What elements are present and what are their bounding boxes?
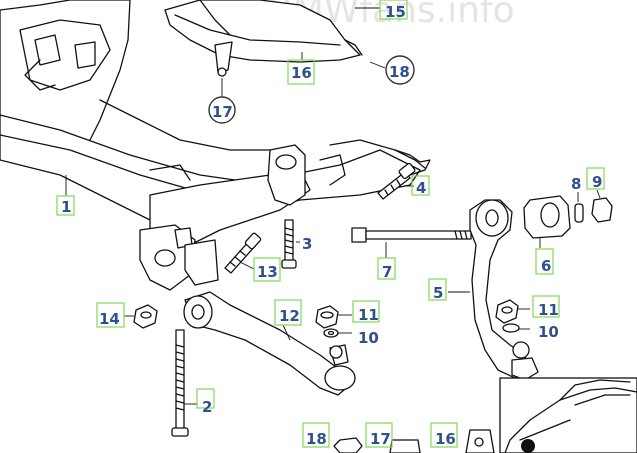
callout-label: 10: [358, 329, 379, 347]
callout-label: 8: [571, 175, 581, 193]
leader-lines: [65, 7, 601, 405]
subframe-drawing: [0, 0, 431, 291]
callout-label: 13: [257, 263, 278, 281]
callout-label: 11: [538, 301, 559, 319]
control-arm-12-drawing: [183, 291, 356, 396]
callout-label: 11: [358, 306, 379, 324]
callout-11-left: 11: [352, 300, 380, 324]
callout-11-right: 11: [532, 295, 560, 319]
bolt-7-drawing: [351, 227, 472, 243]
washer-10b-drawing: [502, 323, 520, 333]
callout-15: 15: [379, 0, 408, 21]
callout-label: 7: [382, 263, 392, 281]
callout-4: 4: [411, 175, 430, 197]
callout-16-bottom: 16: [430, 422, 458, 448]
callout-12: 12: [274, 299, 302, 326]
washer-10a-drawing: [323, 328, 339, 338]
callout-18-top: 18: [385, 55, 415, 85]
callout-label: 14: [99, 310, 120, 328]
nut-14-drawing: [133, 304, 158, 329]
nut-11b-drawing: [495, 299, 519, 324]
callout-label: 2: [202, 398, 212, 416]
callout-17-bottom: 17: [365, 422, 393, 448]
callout-9: 9: [586, 167, 605, 191]
callout-1: 1: [56, 195, 75, 216]
thrust-arm-5-drawing: [469, 199, 539, 381]
callout-label: 18: [389, 63, 410, 81]
nut-11a-drawing: [315, 305, 339, 329]
callout-label: 17: [370, 430, 391, 448]
nut-9-drawing: [591, 197, 613, 223]
callout-label: 16: [291, 64, 312, 82]
underbody-shield-drawing: [164, 0, 363, 77]
callout-16-top: 16: [287, 59, 315, 85]
bolt-3-drawing: [281, 219, 297, 269]
callout-label: 9: [592, 173, 602, 191]
callout-label: 17: [212, 103, 233, 121]
location-marker-icon: [521, 439, 535, 453]
callout-13: 13: [253, 257, 281, 282]
callout-10-left: 10: [358, 329, 379, 347]
bolt-13-drawing: [224, 232, 262, 274]
callout-label: 10: [538, 323, 559, 341]
callout-5: 5: [428, 278, 447, 302]
callout-label: 4: [416, 179, 426, 197]
callout-label: 16: [435, 430, 456, 448]
callout-label: 1: [61, 198, 71, 216]
callout-label: 6: [541, 257, 551, 275]
callout-label: 15: [385, 3, 406, 21]
callout-label: 18: [306, 430, 327, 448]
callout-3: 3: [302, 235, 312, 253]
washer-8-drawing: [574, 203, 584, 223]
car-inset: [499, 377, 637, 453]
callout-label: 5: [433, 284, 443, 302]
callout-label: 12: [279, 307, 300, 325]
bolt-2-drawing: [171, 329, 189, 437]
bottom-fastener-parts: [333, 429, 495, 453]
callout-6: 6: [535, 248, 554, 275]
callout-7: 7: [377, 257, 396, 281]
callout-14: 14: [96, 302, 125, 328]
bolt-4-drawing: [377, 162, 416, 200]
callout-label: 3: [302, 235, 312, 253]
callout-8: 8: [571, 175, 581, 193]
callout-18-bottom: 18: [302, 422, 330, 448]
callout-10-right: 10: [538, 323, 559, 341]
callout-2: 2: [196, 388, 215, 416]
bushing-6-drawing: [523, 195, 571, 239]
callout-17-top: 17: [208, 96, 236, 124]
